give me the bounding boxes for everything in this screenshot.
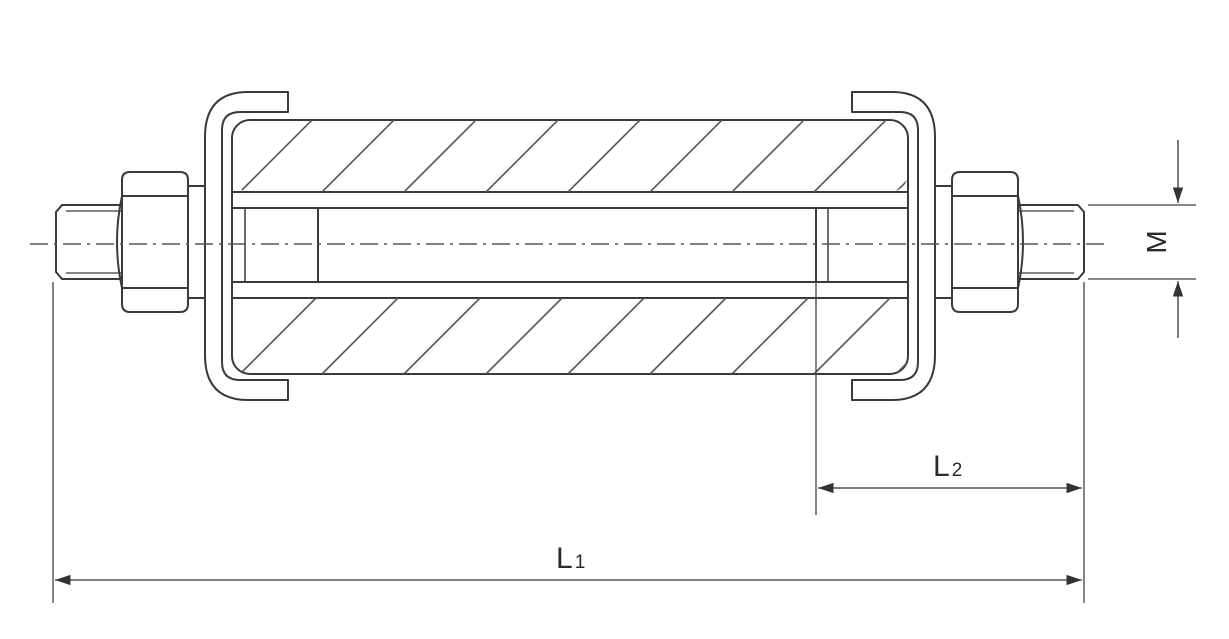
left-insert bbox=[231, 207, 319, 283]
body-outline bbox=[231, 119, 909, 375]
top-hatching bbox=[239, 120, 908, 192]
right-insert bbox=[815, 207, 909, 283]
left-hex-nut bbox=[116, 171, 189, 313]
label-m: M bbox=[1141, 230, 1172, 253]
left-washer bbox=[187, 185, 206, 299]
right-bolt-thread bbox=[1018, 204, 1085, 280]
right-clamp-bracket bbox=[851, 91, 936, 401]
bottom-hatching bbox=[239, 298, 908, 374]
left-bolt-thread bbox=[55, 204, 122, 280]
right-hex-nut bbox=[951, 171, 1024, 313]
left-clamp-bracket bbox=[204, 91, 289, 401]
right-washer bbox=[934, 185, 953, 299]
